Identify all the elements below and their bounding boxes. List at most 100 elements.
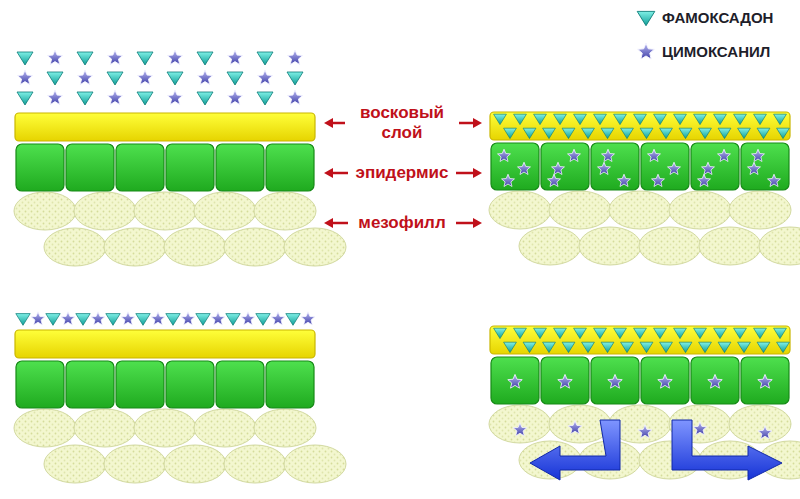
cymoxanil-molecule [648, 149, 661, 161]
mesophyll-cell [164, 445, 226, 483]
famoxadone-molecule [734, 328, 747, 338]
mesophyll-cell [699, 227, 761, 265]
famoxadone-molecule [582, 342, 595, 352]
cymoxanil-molecule [137, 70, 152, 84]
epidermis-cell [216, 361, 264, 408]
epidermis-cell [266, 361, 314, 408]
cymoxanil-molecule [301, 312, 315, 325]
cymoxanil-molecule [502, 174, 515, 186]
cymoxanil-molecule [608, 374, 622, 388]
mesophyll-cell [134, 192, 196, 230]
arrow-head [473, 118, 482, 128]
legend-entry: ФАМОКСАДОН [662, 9, 773, 27]
famoxadone-molecule [137, 52, 153, 65]
mesophyll-cell [254, 409, 316, 447]
mesophyll-cell [729, 405, 791, 443]
mesophyll-cell [759, 227, 800, 265]
cymoxanil-molecule [107, 90, 122, 104]
mesophyll-cells [14, 192, 346, 266]
cymoxanil-molecule [548, 174, 561, 186]
famoxadone-molecule [601, 128, 614, 138]
famoxadone-molecule [594, 114, 607, 124]
famoxadone-molecule [634, 114, 647, 124]
famoxadone-molecule [226, 314, 240, 326]
famoxadone-molecule [77, 92, 93, 105]
mesophyll-cell [669, 191, 731, 229]
epidermis-cell [166, 144, 214, 191]
famoxadone-molecule [574, 328, 587, 338]
famoxadone-molecule [718, 128, 731, 138]
epidermis-cell [491, 143, 539, 190]
epidermis-cell [641, 357, 689, 404]
cymoxanil-molecule [211, 312, 225, 325]
part-label: эпидермис [356, 163, 449, 183]
famoxadone-molecule [17, 92, 33, 105]
famoxadone-molecule [637, 11, 655, 25]
famoxadone-molecule [77, 52, 93, 65]
famoxadone-molecule [574, 114, 587, 124]
famoxadone-molecule [286, 314, 300, 326]
famoxadone-molecule [523, 128, 536, 138]
famoxadone-molecule [694, 328, 707, 338]
leader-line [456, 172, 475, 175]
cymoxanil-molecule [652, 174, 665, 186]
famoxadone-molecule [46, 314, 60, 326]
famoxadone-molecule [777, 342, 790, 352]
legend-label: ФАМОКСАДОН [662, 9, 773, 27]
mesophyll-cell [74, 192, 136, 230]
mesophyll-cells [14, 409, 346, 483]
cymoxanil-molecule [638, 43, 655, 59]
famoxadone-molecule [777, 128, 790, 138]
mesophyll-cell [104, 445, 166, 483]
cymoxanil-molecule [227, 50, 242, 64]
epidermis-cell [541, 143, 589, 190]
epidermis-cell [591, 143, 639, 190]
arrow-head [324, 118, 333, 128]
famoxadone-molecule [107, 72, 123, 85]
cymoxanil-molecule [752, 149, 765, 161]
wax-layer [15, 113, 315, 141]
famoxadone-molecule [504, 128, 517, 138]
famoxadone-molecule [167, 72, 183, 85]
cymoxanil-molecule [638, 425, 652, 438]
famoxadone-molecule [16, 314, 30, 326]
arrow-head [473, 218, 482, 228]
famoxadone-molecule [196, 314, 210, 326]
epidermis-cell [66, 361, 114, 408]
part-label: мезофилл [358, 213, 445, 233]
cymoxanil-molecule [768, 174, 781, 186]
mesophyll-cell [194, 192, 256, 230]
cymoxanil-molecule [47, 90, 62, 104]
epidermis-cell [66, 144, 114, 191]
cymoxanil-molecule [91, 312, 105, 325]
epidermis-cell [16, 361, 64, 408]
wax-layer [490, 326, 790, 354]
mesophyll-cell [194, 409, 256, 447]
famoxadone-molecule [106, 314, 120, 326]
part-label: восковый слой [352, 103, 452, 143]
cymoxanil-molecule [241, 312, 255, 325]
famoxadone-molecule [543, 342, 556, 352]
famoxadone-molecule [136, 314, 150, 326]
famoxadone-molecule [714, 328, 727, 338]
famoxadone-molecule [534, 114, 547, 124]
famoxadone-molecule [582, 128, 595, 138]
famoxadone-molecule [17, 52, 33, 65]
mesophyll-cell [639, 227, 701, 265]
cymoxanil-molecule [708, 374, 722, 388]
cymoxanil-molecule [287, 90, 302, 104]
famoxadone-molecule [257, 92, 273, 105]
famoxadone-molecule [654, 114, 667, 124]
cymoxanil-molecule [47, 50, 62, 64]
famoxadone-molecule [640, 342, 653, 352]
mesophyll-cells [489, 405, 800, 479]
mesophyll-cell [44, 445, 106, 483]
epidermis-cell [116, 361, 164, 408]
legend-label: ЦИМОКСАНИЛ [662, 43, 770, 61]
famoxadone-molecule [601, 342, 614, 352]
arrow-head [324, 168, 333, 178]
mesophyll-cell [224, 445, 286, 483]
cymoxanil-molecule [568, 149, 581, 161]
mesophyll-cell [489, 191, 551, 229]
mesophyll-cell [729, 191, 791, 229]
